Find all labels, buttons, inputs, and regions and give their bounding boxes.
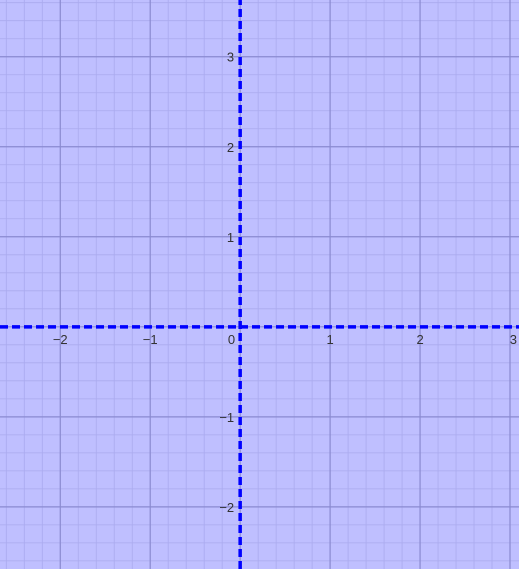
y-tick-label: 2 [227,140,234,155]
x-tick-label: 1 [326,332,333,347]
x-tick-label: −2 [53,332,68,347]
y-tick-label: −1 [219,410,234,425]
y-tick-label: −2 [219,500,234,515]
x-tick-label: 0 [228,332,235,347]
y-tick-label: 1 [227,230,234,245]
tick-labels: −2 −1 0 1 2 3 −2 −1 1 2 3 [53,50,517,515]
y-tick-label: 3 [227,50,234,65]
x-tick-label: −1 [143,332,158,347]
x-tick-label: 3 [510,332,517,347]
x-tick-label: 2 [416,332,423,347]
